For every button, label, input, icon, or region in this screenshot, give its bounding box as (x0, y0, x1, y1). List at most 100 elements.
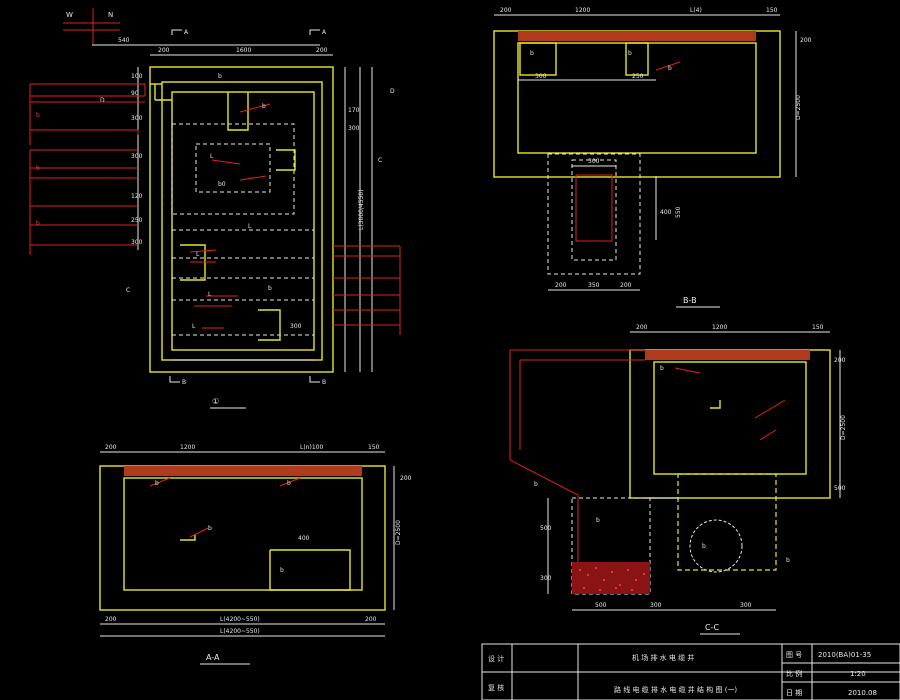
plan-dim-left-5: 120 (131, 193, 143, 200)
plan-section-b2: B (322, 379, 326, 386)
bb-dim-bottom-3: 200 (620, 282, 632, 289)
tb-row2-left: 复 核 (488, 683, 504, 692)
cc-dim-top-3: 150 (812, 324, 824, 331)
plan-dim-right-a: 300 (348, 125, 360, 132)
tb-date-label: 日 期 (786, 689, 802, 697)
plan-section-a1: A (184, 29, 189, 36)
cc-dim-left-2: 300 (540, 575, 552, 582)
bb-dim-right-2: 200 (800, 37, 812, 44)
cc-title: C-C (705, 623, 719, 632)
tb-scale-label: 比 例 (786, 669, 802, 678)
plan-note-5: L (196, 251, 200, 258)
tb-center-top: 机 场 排 水 电 缆 井 (632, 653, 694, 662)
plan-dim-overall: 540 (118, 37, 130, 44)
aa-label-2: b (287, 480, 291, 487)
tb-row1-left: 设 计 (488, 654, 504, 663)
cc-gravel-dots (579, 567, 645, 591)
aa-top-slab (124, 466, 362, 476)
plan-dim-long: L(3000/4550) (358, 189, 365, 230)
aa-dim-bottom-1: 200 (105, 616, 117, 623)
bb-label-3: b (668, 65, 672, 72)
plan-section-c1: C (126, 287, 130, 294)
arrow-label-right: N (108, 11, 113, 19)
plan-dim-left-7: 300 (131, 239, 143, 246)
plan-pipe-label-3: b (36, 220, 40, 227)
plan-dim-top-1: 200 (158, 47, 170, 54)
plan-section-a2: A (322, 29, 327, 36)
aa-title: A-A (206, 653, 220, 662)
cc-dim-left-1: 500 (540, 525, 552, 532)
aa-dim-top-3: L(n)100 (300, 444, 323, 451)
tb-code-label: 图 号 (786, 651, 802, 659)
tb-center-bottom: 路 线 电 缆 排 水 电 缆 井 结 构 图 (一) (614, 685, 737, 694)
aa-label-4: b (280, 567, 284, 574)
cc-label-2: b (596, 517, 600, 524)
cc-top-slab (645, 350, 810, 360)
section-aa: 200 1200 L(n)100 150 b b b b 400 D=2500 … (99, 444, 412, 665)
bb-dim-top-1: 200 (500, 7, 512, 14)
plan-note-8: L (192, 323, 196, 330)
bb-dim-right-3: 550 (675, 206, 682, 218)
plan-dim-left-2: 90 (131, 90, 139, 97)
bb-dim-right-1: D=2500 (795, 95, 802, 120)
bb-dim-inner-2: 250 (632, 73, 644, 80)
cc-dim-bottom-1: 500 (595, 602, 607, 609)
aa-dim-top-1: 200 (105, 444, 117, 451)
cc-dim-bottom-3: 300 (740, 602, 752, 609)
plan-note-6: L (208, 291, 212, 298)
bb-dim-bottom-2: 350 (588, 282, 600, 289)
plan-note-3: L (210, 153, 214, 160)
bb-label-1: b (530, 50, 534, 57)
plan-bottom-dim: 300 (290, 323, 302, 330)
plan-pipe-label-2: b (36, 165, 40, 172)
plan-view: W N 540 200 1600 200 (29, 8, 401, 409)
cc-dim-bottom-2: 300 (650, 602, 662, 609)
bb-dim-pit-2: 400 (660, 209, 672, 216)
cc-dim-top-2: 1200 (712, 324, 727, 331)
plan-note-2: b (262, 103, 266, 110)
aa-dim-bottom-3: 200 (365, 616, 377, 623)
plan-note-7: b (268, 285, 272, 292)
plan-dim-left-1: 100 (131, 73, 143, 80)
plan-note-4: b0 (218, 181, 226, 188)
title-block: 设 计 复 核 机 场 排 水 电 缆 井 路 线 电 缆 排 水 电 缆 井 … (481, 643, 900, 700)
plan-dim-left-3: 300 (131, 115, 143, 122)
section-cc: 200 1200 150 b b b b b (509, 324, 847, 635)
plan-dim-right-b: 170 (348, 107, 360, 114)
cc-label-3: b (702, 543, 706, 550)
bb-dim-pit-1: 300 (588, 158, 600, 165)
cc-dim-right-3: 500 (834, 485, 846, 492)
plan-dim-top-3: 200 (316, 47, 328, 54)
tb-code-value: 2010(BA)01-35 (818, 651, 871, 659)
aa-dim-top-2: 1200 (180, 444, 195, 451)
cc-label-1: b (534, 481, 538, 488)
aa-dim-right: D=2500 (395, 520, 402, 545)
plan-dim-top-2: 1600 (236, 47, 251, 54)
plan-note-1: b (218, 73, 222, 80)
bb-title: B-B (683, 296, 697, 305)
plan-section-d2: D (390, 88, 395, 95)
aa-dim-bottom-2: L(4200~550) (220, 616, 260, 623)
cc-label-5: b (660, 365, 664, 372)
aa-dim-inner: 400 (298, 535, 310, 542)
tb-date-value: 2010.08 (848, 689, 877, 697)
aa-dim-bottom2: L(4200~550) (220, 628, 260, 635)
bb-top-slab (518, 31, 756, 41)
plan-note-9: L (248, 223, 252, 230)
plan-pipe-label-1: b (36, 112, 40, 119)
plan-dim-left-4: 300 (131, 153, 143, 160)
aa-label-3: b (208, 525, 212, 532)
bb-dim-top-3: L(4) (690, 7, 702, 14)
plan-dim-left-6: 250 (131, 217, 143, 224)
plan-title: ① (212, 397, 219, 406)
bb-dim-top-2: 1200 (575, 7, 590, 14)
aa-dim-top-4: 150 (368, 444, 380, 451)
section-bb: 200 1200 L(4) 150 300 250 b b b 300 400 … (493, 7, 812, 308)
plan-section-d1: D (100, 97, 105, 104)
aa-dim-right2: 200 (400, 475, 412, 482)
plan-section-c2: C (378, 157, 382, 164)
tb-scale-value: 1:20 (850, 670, 866, 678)
cc-dim-top-1: 200 (636, 324, 648, 331)
cc-dim-right-2: 200 (834, 357, 846, 364)
